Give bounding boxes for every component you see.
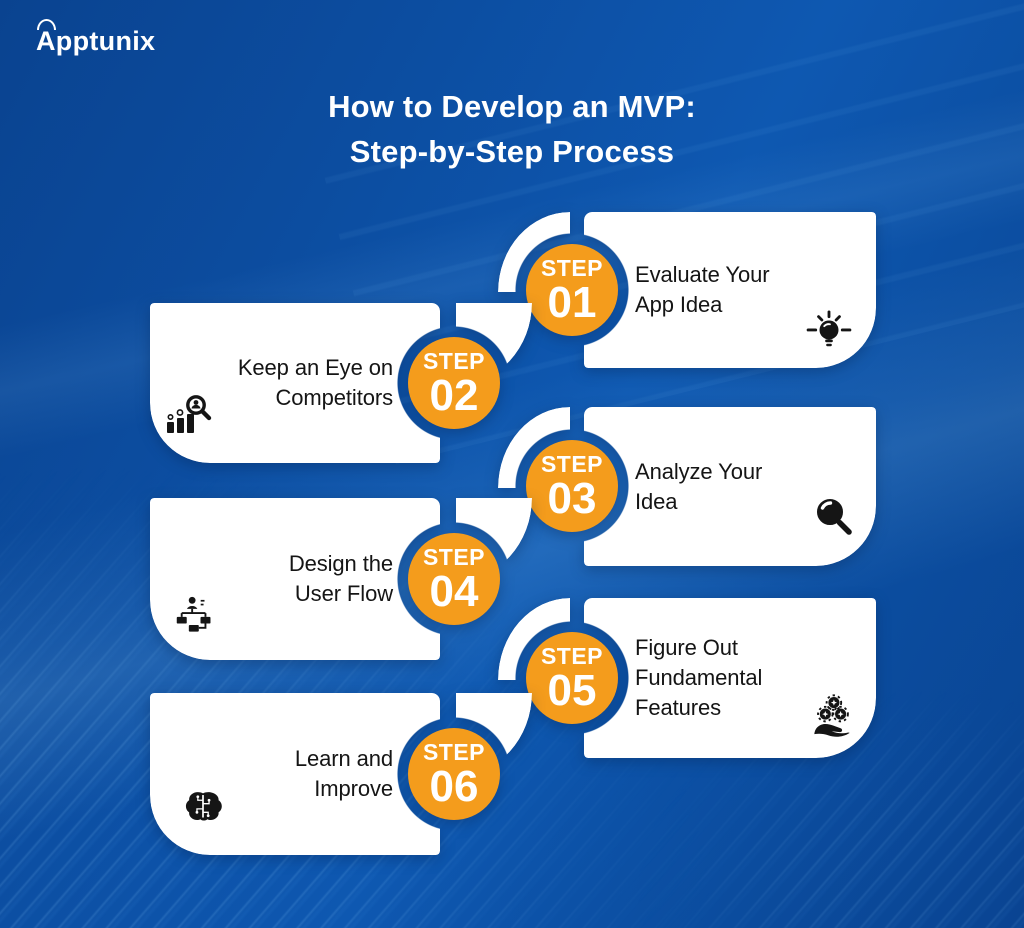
step-05-text-line: Fundamental <box>635 665 763 690</box>
step-04-text: Design the User Flow <box>289 549 393 609</box>
step-01-card: Evaluate Your App Idea <box>584 212 876 368</box>
step-01-badge-number: 01 <box>547 277 597 327</box>
step-05-badge-label: STEP <box>540 642 604 669</box>
step-04-badge-number: 04 <box>429 566 479 616</box>
apptunix-logo: Apptunix <box>36 19 156 57</box>
brain-icon <box>184 788 222 828</box>
logo-arc-icon <box>37 19 56 30</box>
step-01-badge-label: STEP <box>540 254 604 281</box>
step-02-badge-label: STEP <box>422 347 486 374</box>
step-01-text-line: Evaluate Your <box>635 262 770 287</box>
step-02-badge: STEP 02 <box>408 337 500 429</box>
step-01-text: Evaluate Your App Idea <box>635 260 770 320</box>
step-06-text: Learn and Improve <box>295 744 393 804</box>
user-flow-sitemap-icon <box>176 596 214 634</box>
page-title: How to Develop an MVP: Step-by-Step Proc… <box>0 84 1024 174</box>
step-01-badge: STEP 01 <box>526 244 618 336</box>
step-03-text-line: Analyze Your <box>635 458 763 484</box>
search-magnifier-icon <box>814 497 854 538</box>
step-03-text-line: Idea <box>635 488 678 514</box>
step-06-badge-label: STEP <box>422 738 486 765</box>
step-02-text-line: Competitors <box>275 385 394 410</box>
step-06-badge-number: 06 <box>429 761 479 811</box>
step-04-text-line: User Flow <box>294 581 393 606</box>
hand-gears-icon <box>810 694 854 738</box>
step-02-text-line: Keep an Eye on <box>237 355 393 380</box>
page-title-line1: How to Develop an MVP: <box>328 89 696 124</box>
step-03-badge-label: STEP <box>540 450 604 477</box>
step-02-badge-number: 02 <box>429 370 479 420</box>
step-05-badge: STEP 05 <box>526 632 618 724</box>
step-04-card: Design the User Flow <box>150 498 440 660</box>
step-04-badge-label: STEP <box>422 543 486 570</box>
step-04-badge: STEP 04 <box>408 533 500 625</box>
step-06-text-line: Improve <box>314 776 393 801</box>
step-03-badge-number: 03 <box>547 473 597 523</box>
logo-text: Apptunix <box>36 26 156 56</box>
step-05-text-line: Figure Out <box>635 635 738 660</box>
step-04-text-line: Design the <box>288 551 393 576</box>
step-05-card: Figure Out Fundamental Features <box>584 598 876 758</box>
step-05-badge-number: 05 <box>547 665 597 715</box>
step-03-badge: STEP 03 <box>526 440 618 532</box>
step-05-text: Figure Out Fundamental Features <box>635 633 762 723</box>
step-03-card: Analyze Your Idea <box>584 407 876 566</box>
idea-lightbulb-icon <box>806 310 852 348</box>
page-title-line2: Step-by-Step Process <box>349 134 675 169</box>
step-05-text-line: Features <box>635 695 722 720</box>
step-06-badge: STEP 06 <box>408 728 500 820</box>
step-03-text: Analyze Your Idea <box>635 457 762 517</box>
step-06-card: Learn and Improve <box>150 693 440 855</box>
step-02-card: Keep an Eye on Competitors <box>150 303 440 463</box>
step-01-text-line: App Idea <box>635 292 723 317</box>
step-02-text: Keep an Eye on Competitors <box>238 353 393 413</box>
competitor-analysis-icon <box>166 395 212 433</box>
step-06-text-line: Learn and <box>294 746 393 771</box>
